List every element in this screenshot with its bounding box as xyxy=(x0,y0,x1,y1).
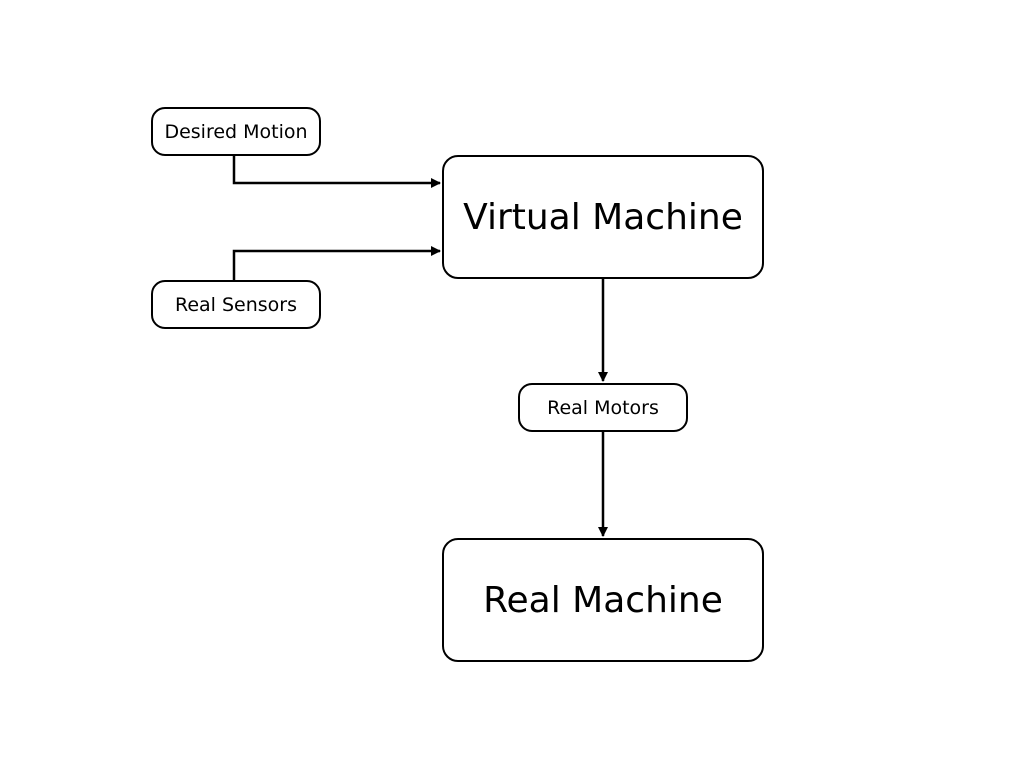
node-virtual-machine-label: Virtual Machine xyxy=(463,196,743,238)
node-real-sensors: Real Sensors xyxy=(151,280,321,329)
node-real-machine-label: Real Machine xyxy=(483,579,723,621)
node-real-motors-label: Real Motors xyxy=(547,396,659,419)
edge-real-sensors-to-virtual-machine xyxy=(232,246,441,280)
node-real-sensors-label: Real Sensors xyxy=(174,293,298,316)
node-desired-motion-label: Desired Motion xyxy=(164,120,308,143)
node-desired-motion: Desired Motion xyxy=(151,107,321,156)
edge-desired-motion-to-virtual-machine xyxy=(232,156,441,188)
node-real-machine: Real Machine xyxy=(442,538,764,662)
node-virtual-machine: Virtual Machine xyxy=(442,155,764,279)
node-real-motors: Real Motors xyxy=(518,383,688,432)
